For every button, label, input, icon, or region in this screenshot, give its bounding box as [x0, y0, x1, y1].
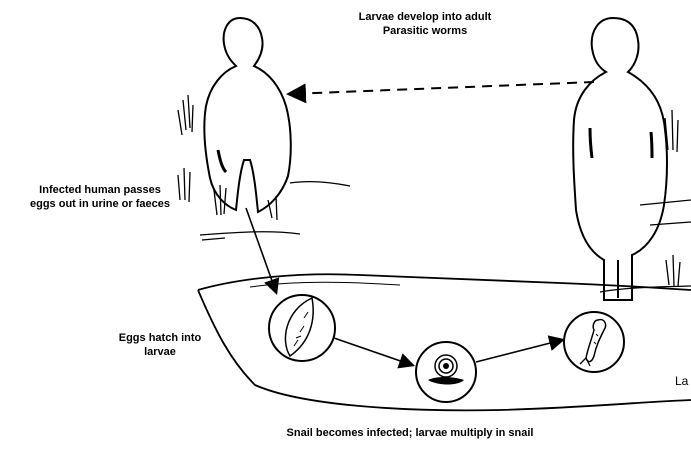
label-line: Eggs hatch into — [100, 331, 220, 345]
larva-icon — [564, 312, 624, 372]
label-line: eggs out in urine or faeces — [8, 197, 192, 211]
label-line: Snail becomes infected; larvae multiply … — [250, 426, 570, 440]
label-line: Larvae develop into adult — [330, 10, 520, 24]
arrow-egg-to-snail — [334, 338, 412, 365]
label-eggs-hatch: Eggs hatch into larvae — [100, 331, 220, 359]
human-figure-icon — [573, 18, 667, 300]
egg-icon — [269, 295, 335, 361]
label-adult-worms: Larvae develop into adult Parasitic worm… — [330, 10, 520, 38]
label-snail-infected: Snail becomes infected; larvae multiply … — [250, 426, 570, 440]
arrow-snail-to-larva — [476, 340, 562, 362]
label-line: Parasitic worms — [330, 24, 520, 38]
human-figure-icon — [204, 18, 290, 212]
label-line: Infected human passes — [8, 183, 192, 197]
label-human-passes-eggs: Infected human passes eggs out in urine … — [8, 183, 192, 211]
dashed-arrow — [290, 82, 594, 94]
grass-tufts — [178, 95, 680, 286]
label-edge-fragment: La — [675, 374, 688, 388]
label-line: larvae — [100, 345, 220, 359]
snail-icon — [416, 342, 476, 402]
